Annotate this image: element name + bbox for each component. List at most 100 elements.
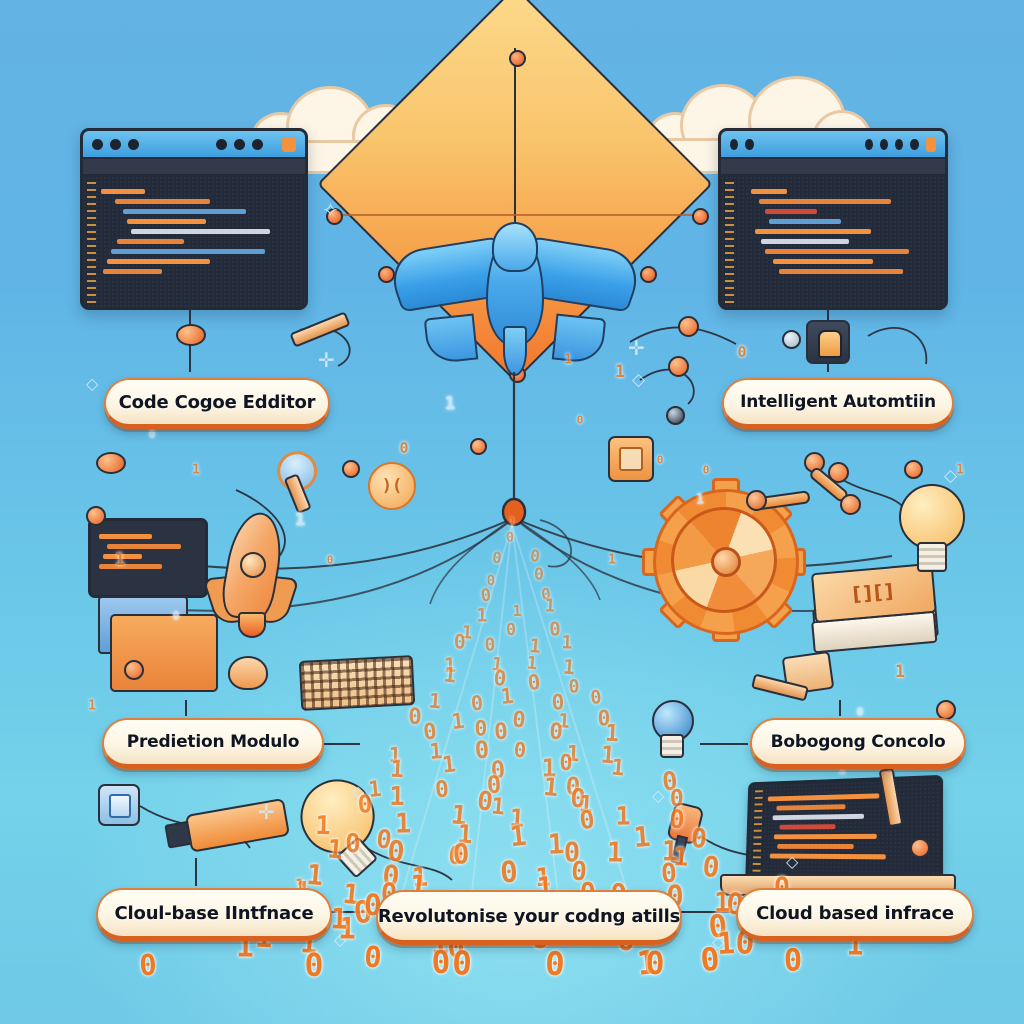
label-debugging-console[interactable]: Bobogong Concolo: [750, 718, 966, 769]
decorative-orb: [782, 330, 801, 349]
line-number-gutter: [725, 182, 734, 305]
mini-code-panel-icon: [88, 518, 208, 598]
kite-node-inner-left: [378, 266, 395, 283]
binary-digit: 0: [548, 617, 562, 641]
code-area[interactable]: [721, 176, 945, 307]
bird-tail-right: [551, 313, 607, 365]
sparkle-icon: ◇: [86, 374, 99, 393]
code-line: [115, 199, 211, 204]
binary-digit: 1: [512, 601, 523, 621]
label-prediction-module[interactable]: Predietion Modulo: [102, 718, 324, 769]
binary-digit: 0: [469, 690, 484, 716]
window-dot[interactable]: [252, 138, 263, 150]
sparkle-icon: ◇: [786, 852, 799, 871]
decorative-orb: [904, 460, 923, 479]
right-code-window[interactable]: [718, 128, 948, 310]
binary-digit: 0: [568, 676, 581, 698]
bird-tail-center: [503, 326, 527, 376]
label-cloud-base-interface[interactable]: Cloul-base IIntfnace: [96, 888, 332, 941]
binary-digit: 0: [737, 343, 747, 361]
code-line: [127, 219, 207, 224]
code-line: [751, 189, 787, 194]
left-code-window[interactable]: [80, 128, 308, 310]
window-dot[interactable]: [216, 138, 227, 150]
window-dot[interactable]: [92, 138, 103, 150]
binary-digit: 1: [449, 708, 466, 735]
binary-digit: 1: [606, 836, 624, 869]
code-area[interactable]: [83, 176, 305, 307]
label-code-editor[interactable]: Code Cogoe Edditor: [104, 378, 330, 429]
window-menu-icon[interactable]: [282, 136, 296, 152]
code-line: [101, 189, 145, 194]
binary-digit: 0: [362, 939, 383, 975]
decorative-orb: [96, 452, 126, 474]
binary-digit: 0: [513, 737, 528, 762]
binary-digit: 0: [356, 788, 373, 819]
decorative-orb: [678, 316, 699, 337]
label-text: Cloul-base IIntfnace: [114, 902, 314, 924]
bird-tail-left: [423, 313, 479, 365]
line-number-gutter: [87, 182, 96, 305]
binary-digit: 1: [440, 751, 458, 780]
sparkle-icon: ✛: [318, 348, 335, 372]
app-tile-glyph: [818, 330, 842, 358]
label-text: Intelligent Automtiin: [740, 392, 936, 412]
decorative-orb: [668, 356, 689, 377]
window-dot[interactable]: [745, 138, 754, 150]
window-dot[interactable]: [128, 138, 139, 150]
binary-digit: 0: [589, 686, 603, 709]
binary-digit: 1: [389, 757, 405, 784]
binary-digit: 1: [608, 552, 616, 568]
binary-digit: 0: [669, 783, 684, 812]
label-tagline[interactable]: Revolutonise your codng atills: [376, 890, 682, 945]
code-line: [765, 249, 909, 254]
code-line: [107, 544, 182, 549]
binary-digit: 0: [479, 585, 493, 607]
binary-digit: 1: [560, 632, 573, 654]
sparkle-icon: ◇: [334, 930, 347, 949]
binary-digit: 0: [544, 945, 566, 984]
code-line: [769, 219, 841, 224]
code-line: [779, 269, 903, 274]
app-tile-icon: [806, 320, 850, 364]
binary-digit: 0: [533, 564, 545, 584]
binary-digit: 0: [656, 453, 664, 467]
code-line: [755, 229, 871, 234]
window-dot[interactable]: [730, 138, 739, 150]
sparkle-icon: ◇: [944, 466, 958, 486]
mouse-icon: [228, 656, 268, 690]
binary-digit: 0: [577, 804, 596, 835]
code-line: [759, 199, 891, 204]
sparkle-icon: ✛: [258, 800, 275, 824]
label-text: Code Cogoe Edditor: [118, 391, 316, 413]
binary-digit: 1: [838, 762, 846, 778]
binary-digit: 0: [345, 828, 361, 859]
label-text: Revolutonise your codng atills: [377, 905, 681, 927]
window-dot[interactable]: [234, 138, 245, 150]
label-cloud-based-interface[interactable]: Cloud based infrace: [736, 888, 974, 941]
decorative-orb: [828, 462, 849, 483]
window-menu-icon[interactable]: [925, 136, 936, 152]
binary-digit: 1: [88, 698, 96, 714]
sparkle-icon: ◇: [652, 786, 665, 805]
binary-digit: 0: [473, 735, 491, 765]
window-dot[interactable]: [110, 138, 121, 150]
binary-digit: 0: [451, 942, 473, 983]
decorative-orb: [470, 438, 487, 455]
binary-digit: 0: [452, 836, 471, 871]
binary-digit: 0: [511, 706, 528, 734]
label-text: Bobogong Concolo: [770, 732, 946, 752]
binary-digit: 1: [614, 362, 626, 382]
binary-digit: 1: [490, 793, 507, 822]
window-dot[interactable]: [879, 138, 888, 150]
sparkle-icon: ◇: [632, 370, 646, 390]
window-dot[interactable]: [864, 138, 873, 150]
binary-digit: 0: [434, 776, 451, 804]
label-intelligent-automation[interactable]: Intelligent Automtiin: [722, 378, 954, 429]
binary-digit: 1: [631, 819, 652, 855]
binary-digit: 0: [491, 548, 503, 568]
window-dot[interactable]: [895, 138, 904, 150]
binary-digit: 0: [499, 854, 520, 890]
keyboard-icon: [298, 655, 416, 711]
window-dot[interactable]: [910, 138, 919, 150]
